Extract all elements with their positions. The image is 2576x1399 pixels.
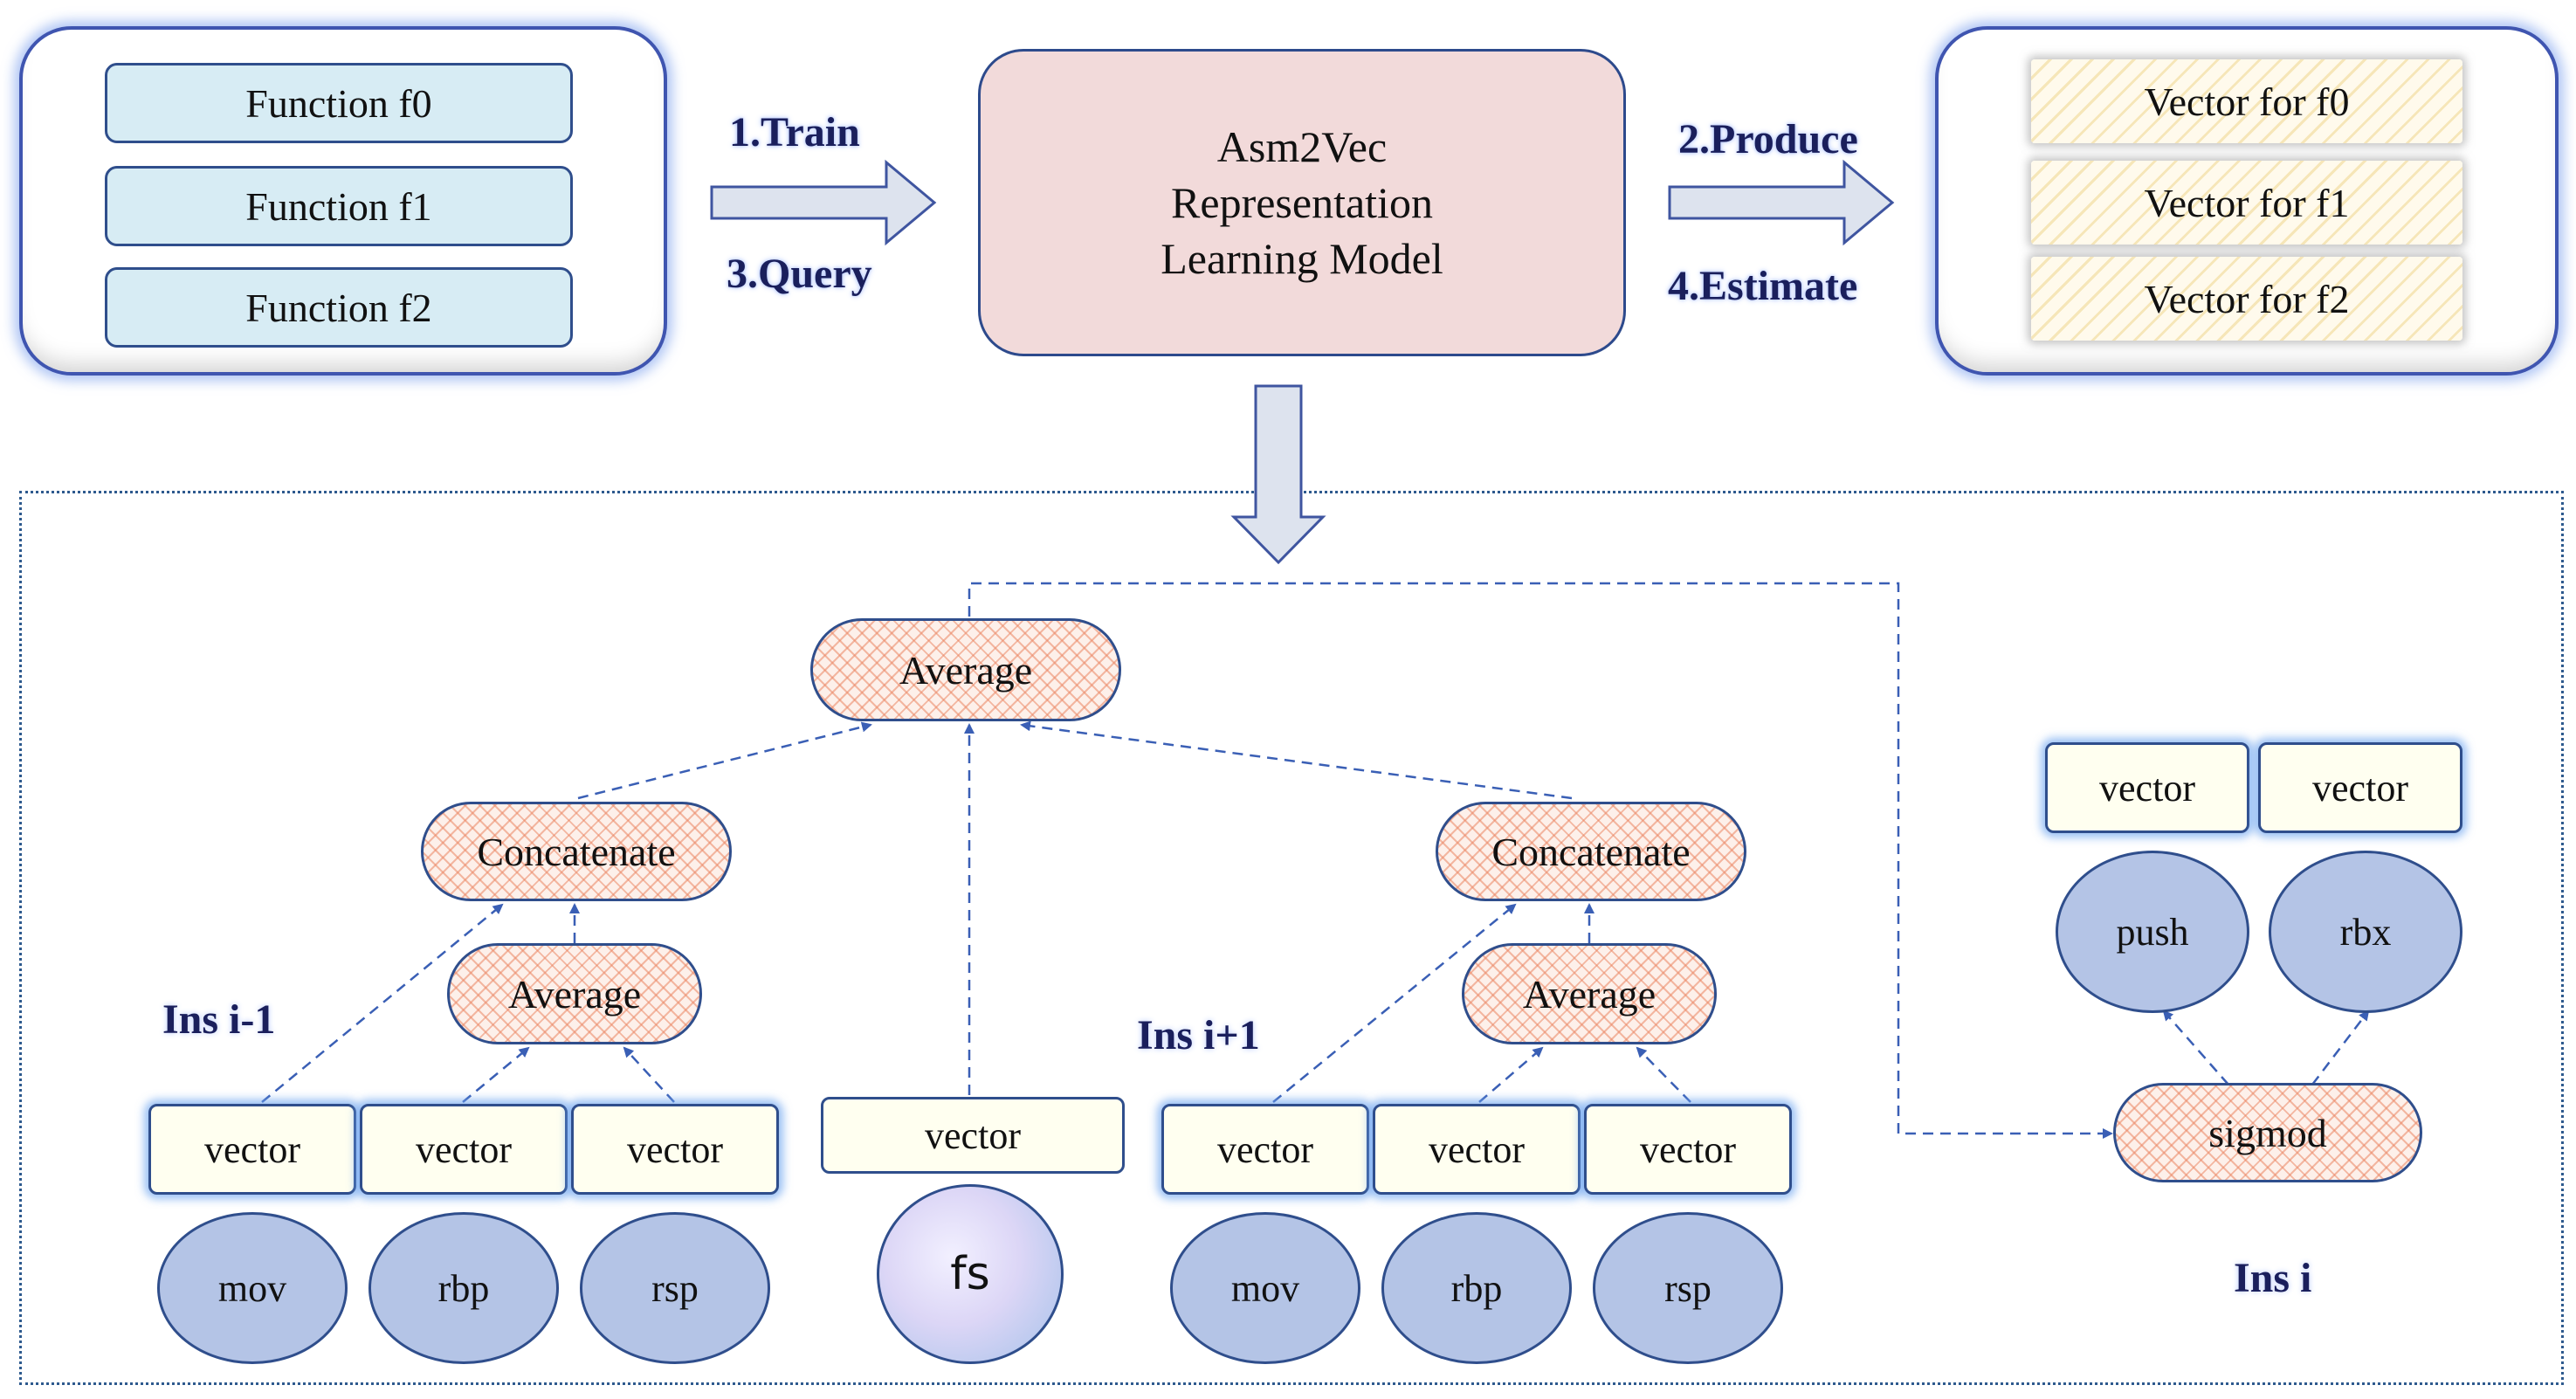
feedback-line: [968, 582, 2113, 1139]
line-right-vec3-to-avg: [1636, 1046, 1691, 1103]
function-f1-box: Function f1: [105, 166, 573, 246]
right-vector-3: vector: [1584, 1104, 1792, 1195]
ins-i-label: Ins i: [2234, 1255, 2312, 1301]
line-left-vec2-to-avg: [462, 1046, 530, 1103]
right-token-mov: mov: [1170, 1212, 1360, 1364]
left-token-mov: mov: [157, 1212, 348, 1364]
step-estimate-label: 4.Estimate: [1668, 263, 1858, 309]
model-title-line3: Learning Model: [1161, 234, 1443, 283]
step-train-label: 1.Train: [729, 109, 860, 155]
ins-i-plus-1-label: Ins i+1: [1137, 1012, 1260, 1058]
function-f0-box: Function f0: [105, 63, 573, 143]
left-concatenate-node: Concatenate: [421, 802, 732, 901]
top-average-node: Average: [810, 618, 1121, 721]
ins-i-vector-2: vector: [2258, 742, 2462, 833]
right-concatenate-node: Concatenate: [1436, 802, 1746, 901]
line-right-vec2-to-avg: [1478, 1046, 1544, 1103]
train-arrow: [710, 159, 937, 246]
left-vector-2: vector: [360, 1104, 568, 1195]
vector-f2-box: Vector for f2: [2031, 257, 2462, 341]
left-token-rsp: rsp: [580, 1212, 770, 1364]
ins-i-token-rbx: rbx: [2269, 851, 2462, 1013]
right-vector-2: vector: [1373, 1104, 1581, 1195]
line-sigmod-to-push: [2162, 1010, 2229, 1085]
left-vector-3: vector: [571, 1104, 779, 1195]
line-right-concat-to-average: [1020, 720, 1573, 800]
right-token-rsp: rsp: [1593, 1212, 1783, 1364]
produce-arrow: [1668, 159, 1895, 246]
sigmod-node: sigmod: [2113, 1083, 2422, 1182]
right-vector-1: vector: [1161, 1104, 1369, 1195]
down-arrow: [1230, 384, 1326, 565]
model-title-line1: Asm2Vec: [1216, 122, 1388, 171]
ins-i-minus-1-label: Ins i-1: [162, 996, 276, 1043]
center-token-fs: fs: [877, 1184, 1064, 1364]
step-query-label: 3.Query: [727, 251, 872, 297]
model-title-line2: Representation: [1171, 178, 1433, 227]
right-average-node: Average: [1462, 943, 1717, 1044]
line-sigmod-to-rbx: [2311, 1010, 2370, 1085]
function-f2-box: Function f2: [105, 267, 573, 348]
left-average-node: Average: [447, 943, 702, 1044]
line-left-concat-to-average: [577, 721, 872, 800]
step-produce-label: 2.Produce: [1678, 116, 1858, 162]
right-token-rbp: rbp: [1381, 1212, 1572, 1364]
center-vector: vector: [821, 1097, 1125, 1174]
left-vector-1: vector: [148, 1104, 356, 1195]
vector-f1-box: Vector for f1: [2031, 161, 2462, 245]
ins-i-vector-1: vector: [2045, 742, 2249, 833]
line-left-vec3-to-avg: [623, 1046, 675, 1103]
asm2vec-model-box: Asm2Vec Representation Learning Model: [978, 49, 1626, 356]
vector-f0-box: Vector for f0: [2031, 59, 2462, 143]
ins-i-token-push: push: [2056, 851, 2249, 1013]
left-token-rbp: rbp: [368, 1212, 559, 1364]
